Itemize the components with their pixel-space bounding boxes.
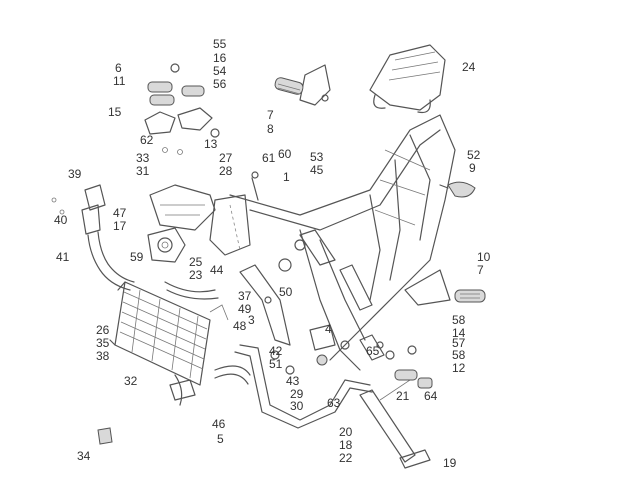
callout-number: 20 [339,425,353,439]
rear-bracket [369,44,446,114]
callout-number: 39 [68,167,82,181]
callout-number: 25 [189,255,203,269]
callout-number: 6 [115,61,122,75]
callout-number: 40 [54,213,68,227]
callout-number: 21 [396,389,410,403]
callout-number: 15 [108,105,122,119]
callout-number: 38 [96,349,110,363]
callout-number: 60 [278,147,292,161]
callout-number: 8 [267,122,274,136]
callout-number: 19 [443,456,457,470]
callout-number: 56 [213,77,227,91]
callout-number: 51 [269,357,283,371]
callout-number: 48 [233,319,247,333]
callout-number: 12 [452,361,466,375]
rider-footrest [404,269,486,306]
callout-number: 1 [283,170,290,184]
callout-number: 33 [136,151,150,165]
misc-parts [51,197,229,445]
callout-number: 63 [327,396,341,410]
callout-number: 46 [212,417,226,431]
callout-number: 65 [366,344,380,358]
callout-number: 17 [113,219,127,233]
centre-mounts [251,171,350,366]
callout-number: 3 [248,313,255,327]
callout-number: 58 [452,313,466,327]
callout-number: 55 [213,37,227,51]
lower-cradle [234,264,373,429]
peg-cluster [144,63,220,155]
callout-number: 59 [130,250,144,264]
small-parts-right [376,181,476,389]
callout-number: 37 [238,289,252,303]
callout-number: 28 [219,164,233,178]
callout-number: 10 [477,250,491,264]
upper-hose [81,184,135,291]
callout-number: 11 [113,74,126,88]
callout-number: 61 [262,151,276,165]
callout-number: 7 [267,108,274,122]
callout-number: 4 [325,322,332,336]
callout-number: 49 [238,302,252,316]
callout-number: 57 [452,336,466,350]
callout-number: 9 [469,161,476,175]
callout-number: 22 [339,451,353,465]
footrest-bracket [274,64,331,106]
side-stand [359,379,431,469]
callout-number: 14 [452,326,466,340]
callout-number: 41 [56,250,70,264]
engine-mount [149,184,251,256]
callout-number: 35 [96,336,110,350]
callout-number: 62 [140,133,154,147]
lower-hoses [164,281,251,406]
callout-number: 29 [290,387,304,401]
callout-number: 32 [124,374,138,388]
pump-housing [147,227,186,263]
callout-number: 30 [290,399,304,413]
callout-number: 7 [477,263,484,277]
callout-number: 5 [217,432,224,446]
callout-number: 50 [279,285,293,299]
callout-number: 64 [424,389,438,403]
callout-number: 23 [189,268,203,282]
callout-number: 54 [213,64,227,78]
callout-number: 16 [213,51,227,65]
callout-number: 13 [204,137,218,151]
callout-number: 31 [136,164,150,178]
callout-number: 26 [96,323,110,337]
callout-number: 53 [310,150,324,164]
callout-number: 45 [310,163,324,177]
callout-number: 43 [286,374,300,388]
callout-number: 18 [339,438,353,452]
callout-number: 47 [113,206,127,220]
callout-number: 27 [219,151,233,165]
callout-number: 44 [210,263,224,277]
radiator [109,281,211,386]
callout-number: 42 [269,344,283,358]
callout-number: 34 [77,449,91,463]
callout-number: 24 [462,60,476,74]
callout-number: 58 [452,348,466,362]
callout-number: 52 [467,148,481,162]
main-frame [229,114,456,371]
